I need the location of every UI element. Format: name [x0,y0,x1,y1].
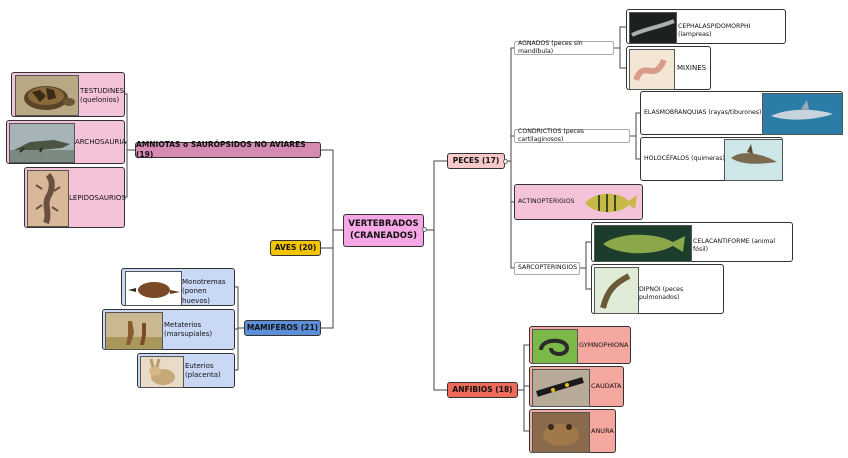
node-aves[interactable]: AVES (20) [270,240,321,256]
perch-image [579,187,639,217]
node-sarcopteringios-label: SARCOPTERINGIOS [518,264,578,272]
node-agnados[interactable]: AGNADOS (peces sin mandíbula) [514,39,614,55]
node-dipnoi[interactable]: DIPNOI (peces pulmonados) [591,264,724,314]
kangaroo-image [105,312,163,350]
node-lepidosaurios-label: LEPIDOSAURIOS [69,194,126,202]
node-gymnophiona-label: GYMNOPHIONA [579,341,629,349]
node-peces-label: PECES (17) [452,155,500,165]
node-celacantiforme[interactable]: CELACANTIFORME (animal fósil) [591,222,793,262]
node-peces[interactable]: PECES (17) [447,153,505,169]
node-anura-label: ANURA [591,427,614,435]
node-lepidosaurios[interactable]: LEPIDOSAURIOS [24,167,126,228]
node-testudines-label: TESTUDINES (quelonios) [80,87,125,105]
node-elasmobranquias[interactable]: ELASMOBRANQUIAS (rayas/tiburones) [640,91,843,135]
tortoise-image [15,75,79,116]
node-holocefalos-label: HOLOCÉFALOS (quimeras) [644,155,725,162]
shark-image [762,93,843,135]
node-caudata-label: CAUDATA [591,382,622,390]
node-cephalaspidomorphi-label: CEPHALASPIDOMORPHI (lampreas) [678,23,751,39]
hagfish-image [629,49,675,90]
root-node-label: VERTEBRADOS (CRANEADOS) [348,219,419,241]
node-actinopterigios-label: ACTINOPTERIGIOS [518,198,575,205]
node-amniotas[interactable]: AMNIOTAS o SAURÓPSIDOS NO AVIARES (19) [135,139,321,159]
node-archosauria-label: ARCHOSAURIA [75,138,127,146]
node-condrictios[interactable]: CONDRICTIOS (peces cartilaginosos) [514,127,630,143]
node-testudines[interactable]: TESTUDINES (quelonios) [11,72,125,117]
node-cephalaspidomorphi[interactable]: CEPHALASPIDOMORPHI (lampreas) [626,9,786,44]
rabbit-image [140,356,184,388]
node-dipnoi-label: DIPNOI (peces pulmonados) [639,286,684,302]
node-amniotas-label: AMNIOTAS o SAURÓPSIDOS NO AVIARES (19) [136,139,306,159]
salamander-image [532,369,590,407]
connector-dot [422,227,427,232]
node-archosauria[interactable]: ARCHOSAURIA [6,120,127,164]
node-mamiferos[interactable]: MAMIFEROS (21) [244,320,321,336]
platypus-image [125,271,182,306]
chimaera-image [724,139,783,181]
node-aves-label: AVES (20) [274,242,317,252]
lizard-image [27,170,69,227]
node-metaterios-label: Metaterios (marsupiales) [164,321,213,339]
node-caudata[interactable]: CAUDATA [529,366,624,407]
node-condrictios-label: CONDRICTIOS (peces cartilaginosos) [518,127,584,143]
node-mixines[interactable]: MIXINES [626,46,711,90]
node-monotremas-label: Monotremas (ponen huevos) [182,278,226,305]
node-mixines-label: MIXINES [677,64,707,72]
node-euterios-label: Euterios (placenta) [185,362,221,380]
node-mamiferos-label: MAMIFEROS (21) [246,322,319,332]
node-holocefalos[interactable]: HOLOCÉFALOS (quimeras) [640,137,783,181]
node-celacantiforme-label: CELACANTIFORME (animal fósil) [693,238,776,254]
node-actinopterigios[interactable]: ACTINOPTERIGIOS [514,184,643,220]
caecilian-image [532,329,578,364]
node-monotremas[interactable]: Monotremas (ponen huevos) [121,268,235,306]
lungfish-image [594,267,639,314]
node-metaterios[interactable]: Metaterios (marsupiales) [102,309,235,350]
crocodile-image [9,123,75,163]
node-elasmobranquias-label: ELASMOBRANQUIAS (rayas/tiburones) [644,109,762,116]
node-gymnophiona[interactable]: GYMNOPHIONA [529,326,631,364]
frog-image [532,412,590,453]
node-euterios[interactable]: Euterios (placenta) [137,353,235,388]
node-anfibios[interactable]: ANFIBIOS (18) [447,382,518,398]
node-anura[interactable]: ANURA [529,409,616,453]
coelacanth-image [594,225,692,262]
root-node-vertebrados[interactable]: VERTEBRADOS (CRANEADOS) [343,214,424,247]
connector-dot [503,159,508,164]
node-sarcopteringios[interactable]: SARCOPTERINGIOS [514,262,580,275]
node-agnados-label: AGNADOS (peces sin mandíbula) [518,39,583,55]
lamprey-image [629,12,677,44]
node-anfibios-label: ANFIBIOS (18) [452,384,513,394]
